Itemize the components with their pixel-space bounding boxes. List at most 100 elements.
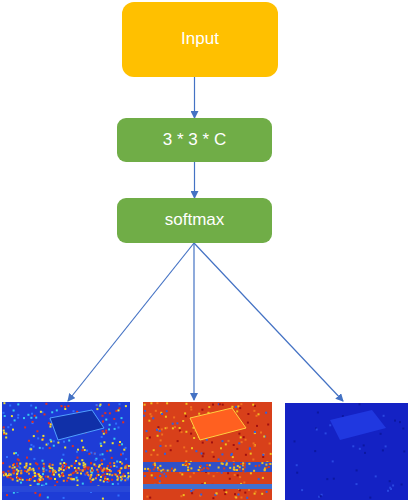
heat-speckle: [218, 467, 220, 469]
heat-speckle: [60, 463, 62, 465]
heat-speckle: [17, 480, 19, 482]
heat-speckle: [93, 464, 95, 466]
heat-speckle: [71, 477, 73, 479]
heat-speckle: [7, 476, 9, 478]
heat-speckle: [107, 465, 109, 467]
heat-speckle: [190, 406, 192, 408]
heat-speckle: [6, 494, 8, 496]
heat-speckle: [110, 466, 112, 468]
heat-speckle: [33, 435, 35, 437]
heat-speckle: [42, 468, 44, 470]
heat-shape: [50, 410, 104, 440]
heat-speckle: [314, 450, 316, 452]
heat-speckle: [26, 463, 28, 465]
heat-speckle: [3, 412, 5, 414]
heat-speckle: [234, 474, 236, 476]
heat-speckle: [154, 463, 156, 465]
heat-speckle: [174, 469, 176, 471]
heat-speckle: [193, 437, 195, 439]
heat-speckle: [258, 478, 260, 480]
heat-speckle: [32, 421, 34, 423]
heat-speckle: [79, 469, 81, 471]
heat-speckle: [81, 459, 83, 461]
heat-speckle: [62, 466, 64, 468]
heat-speckle: [146, 496, 148, 498]
heat-speckle: [359, 403, 361, 405]
heat-speckle: [19, 467, 21, 469]
heat-speckle: [12, 464, 14, 466]
heat-speckle: [30, 405, 32, 407]
heat-speckle: [190, 467, 192, 469]
flow-arrow: [194, 162, 195, 198]
heat-speckle: [16, 465, 18, 467]
heat-speckle: [244, 466, 246, 468]
heat-speckle: [17, 477, 19, 479]
heat-speckle: [116, 466, 118, 468]
heat-speckle: [301, 489, 303, 491]
heat-speckle: [92, 478, 94, 480]
heat-speckle: [2, 471, 4, 473]
heat-speckle: [14, 470, 16, 472]
heat-speckle: [82, 483, 84, 485]
heat-speckle: [128, 467, 130, 469]
heat-speckle: [253, 470, 255, 472]
heat-speckle: [239, 466, 241, 468]
heat-speckle: [236, 410, 238, 412]
heat-speckle: [45, 403, 47, 405]
heat-speckle: [45, 483, 47, 485]
heat-speckle: [144, 468, 146, 470]
heat-speckle: [215, 492, 217, 494]
heat-speckle: [117, 477, 119, 479]
heat-speckle: [198, 413, 200, 415]
heat-speckle: [88, 453, 90, 455]
heat-speckle: [39, 479, 41, 481]
process-box: 3 * 3 * C: [117, 118, 272, 162]
heat-speckle: [262, 454, 264, 456]
heat-speckle: [113, 465, 115, 467]
heat-speckle: [38, 483, 40, 485]
heat-speckle: [236, 469, 238, 471]
heat-speckle: [203, 467, 205, 469]
heat-speckle: [87, 468, 89, 470]
heat-speckle: [77, 472, 79, 474]
heat-speckle: [118, 495, 120, 497]
heat-speckle: [262, 477, 264, 479]
heat-speckle: [234, 496, 236, 498]
heat-speckle: [238, 494, 240, 496]
heat-speckle: [160, 470, 162, 472]
heat-speckle: [94, 453, 96, 455]
heat-speckle: [166, 402, 168, 404]
heat-speckle: [326, 478, 328, 480]
heat-speckle: [17, 414, 19, 416]
heat-speckle: [110, 450, 112, 452]
heat-speckle: [150, 415, 152, 417]
heat-speckle: [202, 442, 204, 444]
heat-speckle: [242, 462, 244, 464]
heat-speckle: [50, 423, 52, 425]
heat-speckle: [165, 416, 167, 418]
heat-speckle: [63, 497, 65, 499]
heat-speckle: [67, 477, 69, 479]
heat-speckle: [247, 422, 249, 424]
heat-speckle: [13, 410, 15, 412]
heat-speckle: [77, 479, 79, 481]
heat-speckle: [208, 472, 210, 474]
heat-speckle: [109, 462, 111, 464]
heat-speckle: [112, 442, 114, 444]
heat-speckle: [82, 446, 84, 448]
heat-speckle: [193, 472, 195, 474]
heat-speckle: [106, 470, 108, 472]
heat-speckle: [127, 472, 129, 474]
heat-speckle: [159, 430, 161, 432]
heat-speckle: [185, 463, 187, 465]
heat-speckle: [223, 489, 225, 491]
heat-speckle: [190, 490, 192, 492]
heat-speckle: [72, 472, 74, 474]
heat-speckle: [113, 418, 115, 420]
heat-speckle: [241, 441, 243, 443]
heat-speckle: [156, 429, 158, 431]
heat-speckle: [117, 483, 119, 485]
heat-speckle: [54, 470, 56, 472]
heat-speckle: [195, 450, 197, 452]
heat-speckle: [5, 433, 7, 435]
